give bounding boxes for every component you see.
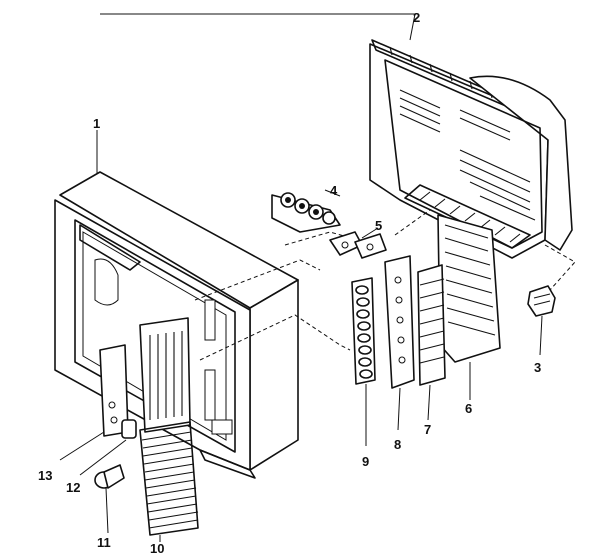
cabinet-screen-opening [74, 219, 236, 453]
leader-line-5 [361, 227, 379, 239]
callout-7: 7 [424, 422, 431, 437]
bracket-strip-holes [394, 276, 406, 364]
leader-line-3 [539, 315, 543, 356]
leader-line-4 [324, 189, 341, 197]
connector-strip-pins [419, 278, 445, 364]
callout-13: 13 [38, 468, 52, 483]
callout-10: 10 [150, 541, 164, 556]
part-knob [94, 464, 125, 534]
cabinet-shadow-corner [79, 224, 141, 271]
leader-line-11 [105, 487, 109, 534]
control-door-grille-lines [141, 431, 199, 529]
clip-right [354, 233, 387, 259]
part-circuit-board [437, 214, 501, 400]
circuit-board-components [444, 224, 496, 336]
back-cover-bottom-grille-ticks [419, 191, 521, 243]
leader-dashed-3 [544, 244, 576, 291]
back-cover-vent-slots [399, 89, 536, 221]
callout-9: 9 [362, 454, 369, 469]
cabinet-base-rim [199, 449, 256, 479]
part-bracket-strip [384, 255, 415, 431]
callout-3: 3 [534, 360, 541, 375]
leader-line-13 [59, 431, 105, 461]
back-cover-inner-wall [384, 59, 543, 249]
connector-strip-body [417, 264, 446, 386]
back-cover-neck-housing [469, 75, 573, 251]
callout-4: 4 [330, 183, 338, 198]
cabinet-post-upper [204, 299, 216, 341]
callout-12: 12 [66, 480, 80, 495]
bracket-body [527, 285, 556, 317]
leader-line-12 [79, 439, 127, 476]
button-strip-keys [355, 285, 373, 379]
leader-line-8 [397, 387, 401, 431]
callout-11: 11 [97, 535, 111, 550]
callout-2: 2 [413, 10, 420, 25]
part-control-door [139, 317, 199, 542]
cabinet-inner-bracket [94, 258, 119, 306]
switch-knobs [280, 192, 336, 225]
circuit-board-panel [437, 214, 501, 363]
cabinet-screen-inner [82, 231, 227, 441]
cabinet-side-face [249, 279, 299, 471]
part-bracket [527, 285, 556, 356]
part-small-knob [79, 419, 137, 476]
part-button-strip [351, 277, 376, 446]
bracket-strip-body [384, 255, 415, 389]
callout-8: 8 [394, 437, 401, 452]
leader-line-2b [409, 13, 416, 41]
callout-5: 5 [375, 218, 382, 233]
part-connector-strip [417, 264, 446, 421]
part-switch-assembly [271, 189, 341, 233]
cabinet-post-lower [204, 369, 216, 421]
control-door-grille [139, 421, 199, 536]
part-back-cover [100, 13, 576, 291]
callout-6: 6 [465, 401, 472, 416]
small-knob-body [121, 419, 137, 439]
cabinet-post-foot [211, 419, 233, 435]
control-panel-slots [149, 331, 183, 420]
knob-shaft [103, 464, 125, 489]
back-cover-bottom-grille [404, 184, 531, 249]
callout-labels: 1 2 3 4 5 6 7 8 9 10 11 12 13 [38, 10, 541, 556]
leader-line-7 [427, 384, 431, 421]
callout-1: 1 [93, 116, 100, 131]
part-clips [329, 227, 387, 259]
